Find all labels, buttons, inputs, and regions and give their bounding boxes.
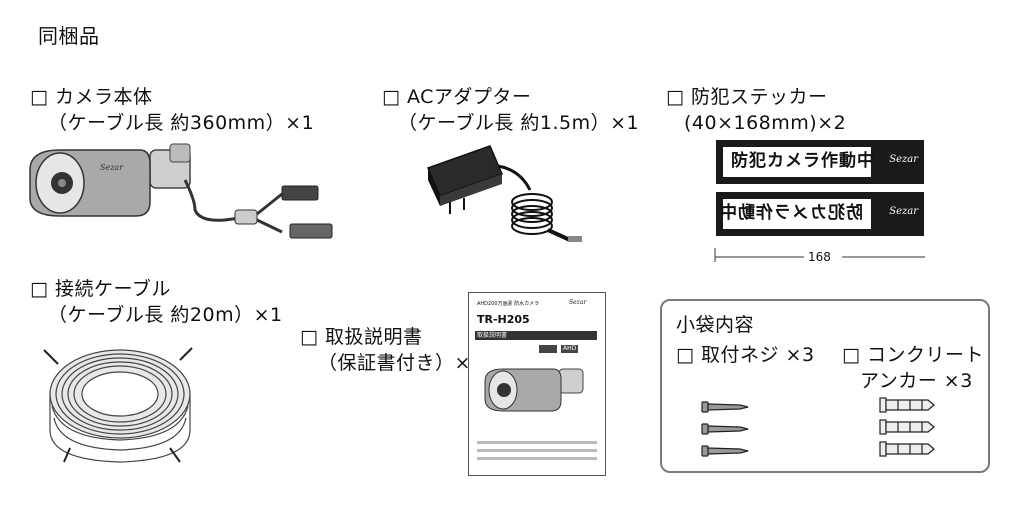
accessory-bag-panel [660, 299, 990, 473]
accessory-bag-title: 小袋内容 [676, 314, 755, 336]
camera-logo: Sezar [100, 163, 124, 172]
anchors-label-line2: アンカー ×3 [860, 370, 973, 392]
adapter-item-name: □ ACアダプター [382, 86, 532, 108]
sticker-text-mirrored: 防犯カメラ作動中 [719, 198, 872, 230]
manual-camera-icon [484, 368, 584, 412]
anchors-illustration [879, 397, 935, 457]
cable-item-name: □ 接続ケーブル [30, 278, 171, 300]
manual-cover-subtitle: 取扱説明書 [475, 331, 597, 340]
sticker-text: 防犯カメラ作動中 [722, 146, 874, 178]
manual-cover-model: TR-H205 [477, 313, 530, 326]
security-sticker-front: 防犯カメラ作動中 Sezar [716, 140, 924, 184]
cable-coil-illustration [43, 347, 193, 463]
ac-adapter-illustration [426, 145, 582, 242]
manual-text-line [477, 457, 597, 460]
manual-text-line [477, 449, 597, 452]
sticker-logo: Sezar [889, 154, 918, 165]
camera-item-detail: （ケーブル長 約360mm）×1 [48, 112, 315, 134]
sticker-logo-mirrored: Sezar [889, 206, 918, 217]
manual-item-name: □ 取扱説明書 [300, 326, 423, 348]
manual-cover-header: AHD200万画素 防水カメラ [477, 301, 540, 307]
cable-item-detail: （ケーブル長 約20m）×1 [48, 304, 283, 326]
screws-illustration [701, 401, 749, 457]
manual-item-detail: （保証書付き）×1 [318, 352, 484, 374]
manual-cover-badge: AHD [561, 345, 579, 353]
security-sticker-back: 防犯カメラ作動中 Sezar [716, 192, 924, 236]
sticker-item-detail: (40×168mm)×2 [684, 112, 847, 134]
sticker-item-name: □ 防犯ステッカー [666, 86, 828, 108]
manual-text-line [477, 441, 597, 444]
sticker-dimension: 168 [808, 250, 831, 264]
anchors-label-line1: □ コンクリート [842, 344, 984, 366]
manual-logo: Sezar [569, 299, 587, 306]
camera-illustration: Sezar [29, 143, 333, 239]
camera-item-name: □ カメラ本体 [30, 86, 153, 108]
page-title: 同梱品 [38, 24, 100, 48]
adapter-item-detail: （ケーブル長 約1.5m）×1 [398, 112, 640, 134]
screws-label: □ 取付ネジ ×3 [676, 344, 815, 366]
manual-cover-tag [539, 345, 557, 353]
dimension-line [714, 248, 925, 262]
manual-booklet: AHD200万画素 防水カメラ Sezar TR-H205 取扱説明書 AHD [468, 292, 606, 476]
